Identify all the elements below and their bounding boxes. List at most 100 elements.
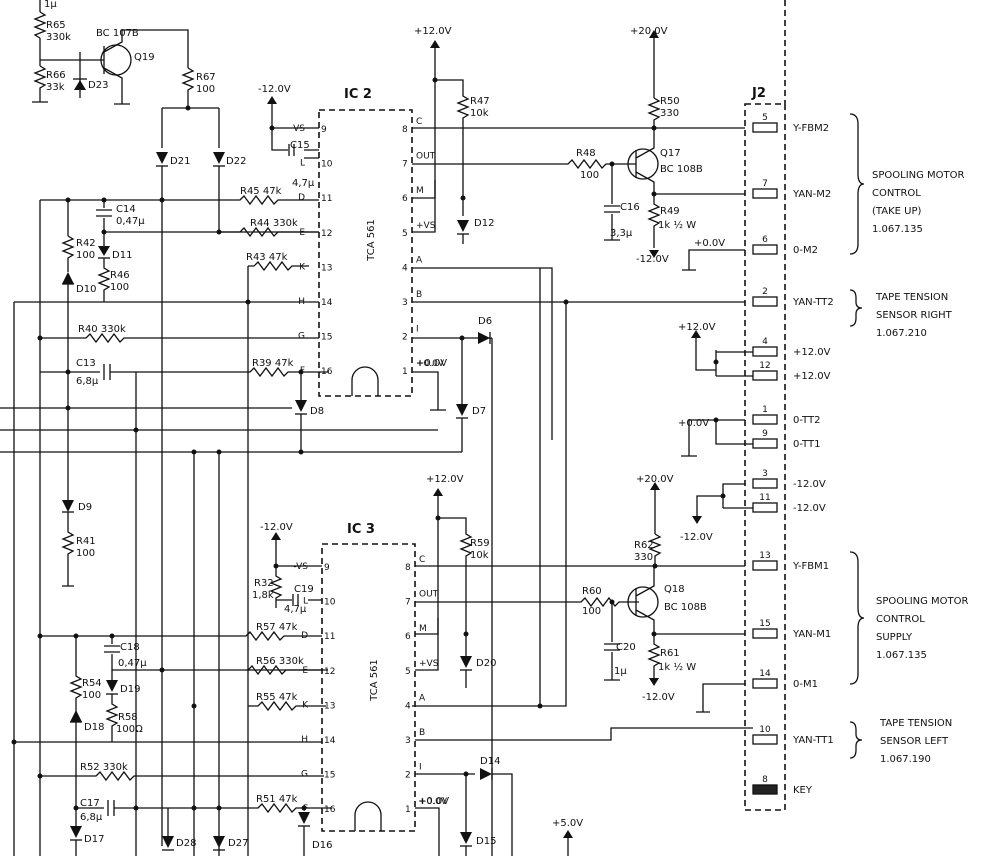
component-label: 330 — [634, 552, 653, 563]
component-label: D8 — [310, 406, 324, 417]
connector-pin-signal: Y-FBM2 — [792, 123, 829, 134]
component-label: D6 — [478, 316, 492, 327]
q18-stage — [627, 482, 745, 713]
component-label: D15 — [476, 836, 496, 847]
connector-pin-number: 9 — [762, 429, 768, 439]
connector-pin-signal: YAN-M2 — [792, 189, 831, 200]
component-label: R44 330k — [250, 218, 298, 229]
component-label: 100 — [82, 690, 101, 701]
component-label: D7 — [472, 406, 486, 417]
component-label: 4,7µ — [292, 178, 315, 189]
ic2pins-right-num: 2 — [402, 333, 408, 343]
ic2pins-right-num: 7 — [402, 160, 408, 170]
component-label: D16 — [312, 840, 332, 851]
group-label-line: SENSOR RIGHT — [876, 310, 953, 321]
ic2pins-right-fn: I — [416, 325, 419, 335]
ic2-part: TCA 561 — [366, 219, 377, 262]
component-label: 6,8µ — [76, 376, 99, 387]
connector-pin — [752, 244, 778, 255]
group-label-line: SPOOLING MOTOR — [876, 596, 969, 607]
component-label: 4,7µ — [284, 604, 307, 615]
connector-pin-number: 8 — [762, 775, 768, 785]
ic3pins-right-fn: +VS — [419, 659, 439, 669]
ic2-notch — [351, 366, 379, 396]
connector-pin-signal: YAN-M1 — [792, 629, 831, 640]
ic2pins-right-num: 8 — [402, 125, 408, 135]
ic3pins-right-num: 4 — [405, 701, 411, 711]
component-label: -12.0V — [680, 532, 713, 543]
ic3pins-left-fn: G — [301, 770, 308, 780]
ic3pins-right-fn: +0.0V — [419, 797, 448, 807]
connector-pin — [752, 414, 778, 425]
connector-pin-signal: YAN-TT1 — [792, 735, 834, 746]
connector-pin — [752, 122, 778, 133]
component-label: C20 — [616, 642, 636, 653]
component-label: D22 — [226, 156, 246, 167]
ic2-label: IC 2 — [344, 87, 372, 102]
component-label: R48 — [576, 148, 596, 159]
ic2pins-right-num: 5 — [402, 229, 408, 239]
component-label: D14 — [480, 756, 500, 767]
connector-pin-number: 7 — [762, 179, 768, 189]
ic2pins-right-fn: C — [416, 117, 422, 127]
ic2pins-left-fn: E — [299, 228, 305, 238]
component-label: R50 — [660, 96, 680, 107]
ic3pins-left-num: 15 — [324, 771, 335, 781]
component-label: 100 — [582, 606, 601, 617]
ic2pins-right-num: 4 — [402, 263, 408, 273]
group-label-line: TAPE TENSION — [875, 292, 948, 303]
connector-pin — [752, 560, 778, 571]
component-label: R57 47k — [256, 622, 298, 633]
ic3pins-right-num: 6 — [405, 632, 411, 642]
ic3pins-right-fn: C — [419, 555, 425, 565]
component-label: D9 — [78, 502, 92, 513]
input-network — [32, 0, 225, 846]
connector-pin — [752, 678, 778, 689]
component-label: 100 — [76, 548, 95, 559]
ic3pins-right-num: 3 — [405, 736, 411, 746]
connector-pin-signal: -12.0V — [793, 479, 826, 490]
connector-pin-number: 4 — [762, 337, 768, 347]
component-label: R54 — [82, 678, 102, 689]
ic2pins-right-fn: OUT — [416, 152, 436, 162]
connector-pin — [752, 478, 778, 489]
connector-pin-number: 6 — [762, 235, 768, 245]
ic2pins-right-fn: +VS — [416, 221, 436, 231]
ic3pins-left-fn: E — [302, 666, 308, 676]
component-label: R40 330k — [78, 324, 126, 335]
ic2pins-left-num: 10 — [321, 160, 333, 170]
component-label: 0,47µ — [116, 216, 145, 227]
component-label: R55 47k — [256, 692, 298, 703]
component-label: -12.0V — [636, 254, 669, 265]
ic2pins-right-fn: B — [416, 290, 422, 300]
connector-pin — [752, 296, 778, 307]
connector-pin-signal: +12.0V — [793, 347, 831, 358]
component-label: BC 108B — [660, 164, 703, 175]
group-label-line: CONTROL — [876, 614, 925, 625]
connector-j2-outline — [744, 103, 786, 811]
component-label: C14 — [116, 204, 136, 215]
component-label: R58 — [118, 712, 138, 723]
component-label: Q18 — [664, 584, 685, 595]
ic3-right-wiring — [415, 268, 753, 856]
component-label: D19 — [120, 684, 140, 695]
component-label: R42 — [76, 238, 96, 249]
component-label: -12.0V — [642, 692, 675, 703]
component-label: +0.0V — [694, 238, 725, 249]
component-label: D12 — [474, 218, 494, 229]
group-label-line: 1.067.190 — [880, 754, 931, 765]
ic2-left-wiring — [0, 96, 462, 856]
group-label-line: 1.067.210 — [876, 328, 927, 339]
connector-j2-pins: 5Y-FBM27YAN-M260-M22YAN-TT24+12.0V12+12.… — [752, 113, 834, 796]
component-label: 1µ — [44, 0, 57, 10]
connector-pin-number: 5 — [762, 113, 768, 123]
component-label: 1µ — [614, 666, 627, 677]
ic3pins-left-num: 9 — [324, 563, 330, 573]
component-label: D18 — [84, 722, 104, 733]
ic2pins-left-num: 12 — [321, 229, 332, 239]
component-label: R62 — [634, 540, 654, 551]
ic2pins-right-fn: +0.0V — [416, 359, 445, 369]
connector-pin — [752, 628, 778, 639]
component-label: R46 — [110, 270, 130, 281]
